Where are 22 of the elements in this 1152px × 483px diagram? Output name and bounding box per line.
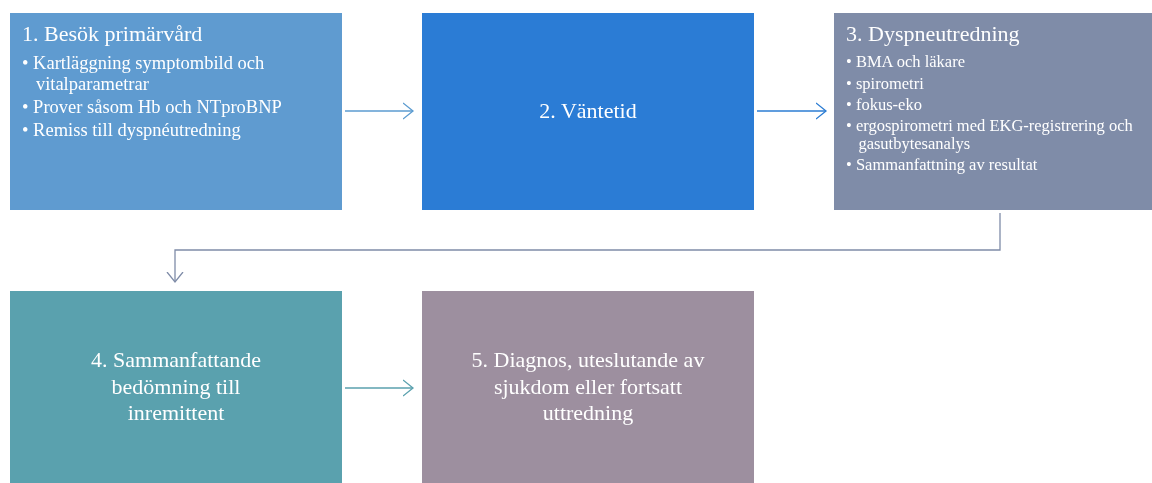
arrow bbox=[344, 102, 414, 120]
bullet-item: • fokus-eko bbox=[846, 95, 923, 114]
box-heading: 3. Dyspneutredning bbox=[846, 21, 1021, 48]
bullet-item: • ergospirometri med EKG-registrering och gasutbytesanalys bbox=[846, 116, 1134, 154]
bullet-item: • BMA och läkare bbox=[846, 53, 966, 72]
bullet-item: • Prover såsom Hb och NTproBNP bbox=[22, 97, 283, 118]
bullet-item: • Sammanfattning av resultat bbox=[846, 156, 1039, 175]
arrow bbox=[344, 379, 414, 397]
box-heading: 2. Väntetid bbox=[539, 98, 637, 125]
bullet-item: • Remiss till dyspnéutredning bbox=[22, 120, 242, 141]
bullet-item: • spirometri bbox=[846, 74, 925, 93]
arrow bbox=[166, 212, 1001, 283]
process-box bbox=[422, 13, 754, 210]
arrow bbox=[756, 102, 827, 120]
bullet-item: • Kartläggning symptombild och vitalparametrar bbox=[22, 53, 266, 95]
process-box bbox=[422, 291, 754, 483]
box-heading: 4. Sammanfattande bedömning till inremittent bbox=[90, 347, 262, 427]
process-box bbox=[10, 291, 342, 483]
box-heading: 5. Diagnos, uteslutande av sjukdom eller fortsatt uttredning bbox=[470, 347, 706, 427]
process-box bbox=[10, 13, 342, 210]
process-box bbox=[834, 13, 1152, 210]
box-heading: 1. Besök primärvård bbox=[22, 21, 204, 48]
